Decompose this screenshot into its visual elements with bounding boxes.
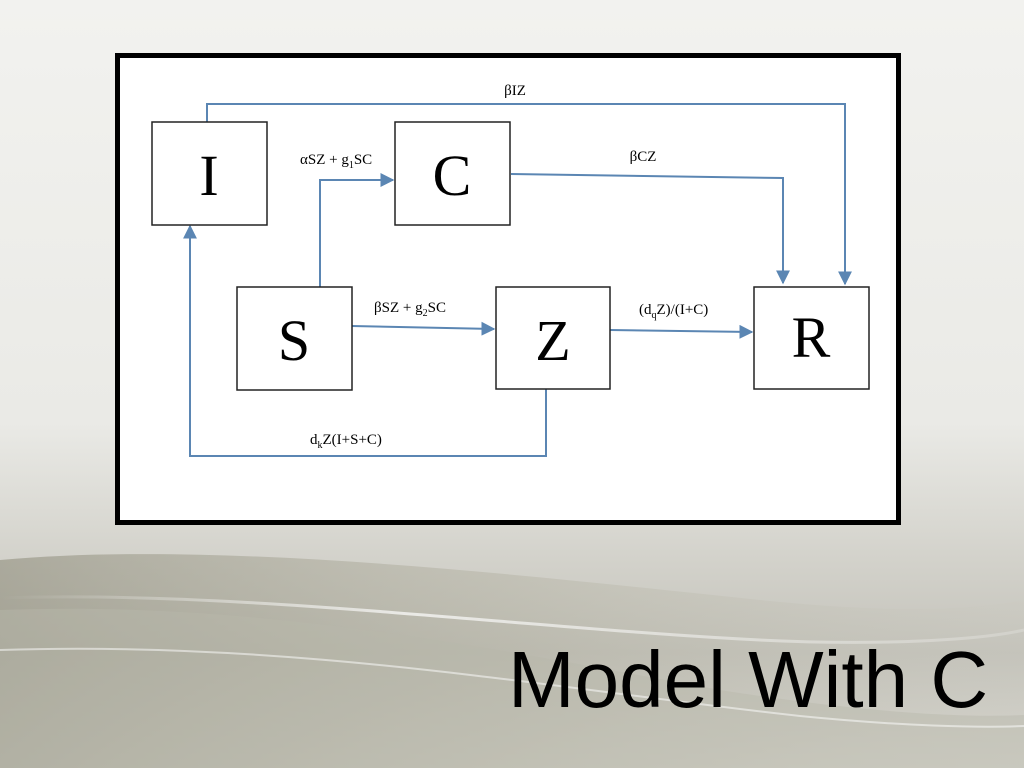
arrow-s-to-c (319, 173, 395, 287)
node-c: C (394, 121, 511, 226)
label-c-to-r: βCZ (630, 149, 657, 165)
arrow-s-to-z (351, 321, 496, 336)
arrow-c-to-r (510, 173, 790, 285)
node-c-label: C (433, 143, 472, 208)
node-i-label: I (199, 143, 218, 208)
label-z-to-i: dkZ(I+S+C) (310, 432, 382, 451)
node-s-label: S (278, 308, 310, 373)
label-z-to-r: (dqZ)/(I+C) (639, 302, 708, 321)
diagram-canvas: I C S Z R βIZ αSZ + g1SC βCZ βSZ + g2SC … (120, 58, 896, 520)
arrow-i-to-r (206, 103, 852, 286)
flow-diagram: I C S Z R βIZ αSZ + g1SC βCZ βSZ + g2SC … (151, 83, 870, 457)
node-r-label: R (792, 305, 831, 370)
label-s-to-c: αSZ + g1SC (300, 152, 372, 171)
label-s-to-z: βSZ + g2SC (374, 300, 446, 319)
arrow-z-to-r (609, 324, 754, 339)
node-z: Z (495, 286, 611, 390)
node-s: S (236, 286, 353, 391)
label-i-to-r: βIZ (504, 83, 526, 99)
node-z-label: Z (535, 308, 570, 373)
slide-title: Model With C (508, 635, 989, 724)
arrow-z-to-i (183, 224, 547, 457)
node-r: R (753, 286, 870, 390)
node-i: I (151, 121, 268, 226)
